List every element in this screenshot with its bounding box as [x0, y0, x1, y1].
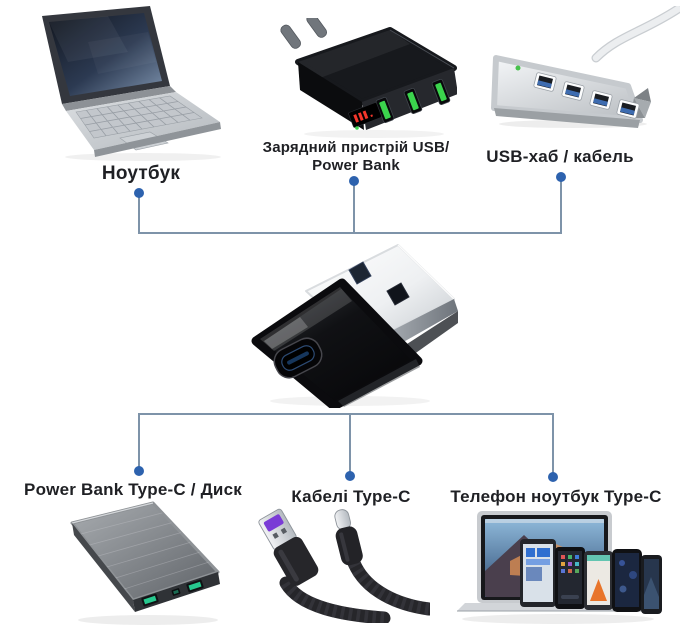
- dot-devices: [548, 472, 558, 482]
- dot-powerbank: [134, 466, 144, 476]
- smartphones: [520, 539, 662, 614]
- hub-cable: [592, 6, 680, 62]
- usb-port-icon: [533, 72, 640, 119]
- phone-4: [612, 549, 642, 612]
- devices-illustration: [457, 511, 662, 624]
- label-power-bank: Power Bank Type-C / Диск: [24, 480, 242, 499]
- usb-hub-image: [478, 6, 680, 130]
- phone-1: [520, 539, 556, 607]
- plug-prong-icon: [280, 18, 328, 49]
- power-bank-image: [58, 500, 243, 628]
- type-c-port-icon: [273, 337, 323, 379]
- usb-hub-illustration: [491, 6, 680, 128]
- type-c-adapter-image: [240, 243, 458, 408]
- usb-charger-image: [262, 18, 457, 140]
- laptop-image: [28, 2, 223, 162]
- label-usb-hub: USB-хаб / кабель: [486, 147, 634, 166]
- type-c-adapter-illustration: [251, 244, 458, 408]
- usb-a-connector-icon: [258, 508, 319, 586]
- phone-5: [641, 555, 662, 614]
- label-laptop: Ноутбук: [101, 163, 181, 184]
- cable-type-c: [347, 556, 430, 616]
- label-usb-charger: Зарядний пристрій USB/ Power Bank: [263, 139, 450, 175]
- label-type-c-cable: Кабелі Type-C: [291, 487, 411, 506]
- cable-usb-a: [279, 576, 391, 623]
- dot-charger: [349, 176, 359, 186]
- label-phones-laptop: Телефон ноутбук Type-C: [450, 487, 662, 506]
- top-connector-path: [138, 177, 562, 234]
- label-usb-charger-line2: Power Bank: [312, 157, 400, 174]
- dot-hub: [556, 172, 566, 182]
- laptop-screen: [49, 13, 162, 96]
- led-display-icon: [348, 102, 382, 128]
- hub-led-icon: [515, 65, 521, 71]
- laptop-illustration: [42, 6, 221, 161]
- dot-cable: [345, 471, 355, 481]
- label-usb-charger-line1: Зарядний пристрій USB/: [262, 139, 450, 156]
- dot-laptop: [134, 188, 144, 198]
- adapter-body: [251, 278, 423, 408]
- type-c-cable-illustration: [258, 508, 430, 623]
- charger-led-icon: [355, 126, 359, 130]
- phone-2: [555, 547, 585, 609]
- phone-3: [584, 551, 613, 610]
- usb-port-icon: [375, 79, 451, 123]
- bottom-connector-path: [138, 413, 554, 476]
- power-bank-ports: [141, 579, 204, 607]
- type-c-connector-icon: [334, 509, 363, 566]
- usb-charger-illustration: [280, 18, 457, 138]
- type-c-cable-image: [250, 505, 430, 623]
- power-bank-illustration: [70, 501, 220, 625]
- devices-image: [452, 505, 664, 627]
